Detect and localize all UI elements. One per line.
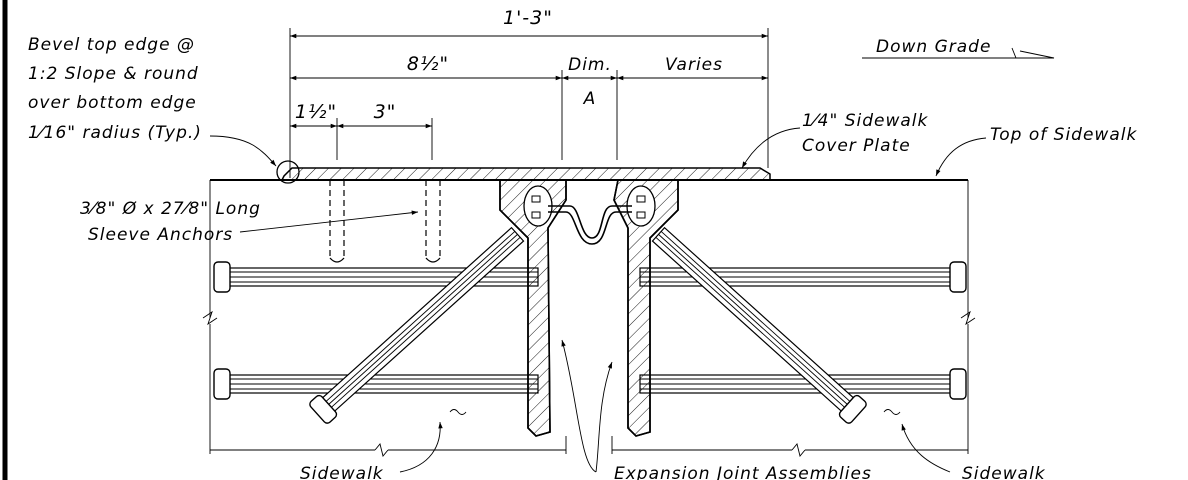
anchors-note-line-1: 3⁄8" Ø x 27⁄8" Long [80, 199, 261, 219]
expansion-joint-label: Expansion Joint Assemblies [614, 464, 872, 480]
dim-a-top-label: Dim. [568, 55, 612, 75]
dimension-lines [289, 28, 769, 178]
anchors-note: 3⁄8" Ø x 27⁄8" Long Sleeve Anchors [80, 199, 261, 245]
strip-seal [523, 185, 656, 245]
cover-plate-note-line-1: 1⁄4" Sidewalk [802, 111, 929, 131]
sidewalk-left-label: Sidewalk [300, 464, 384, 480]
right-anchor-studs [639, 226, 967, 424]
dim-varies-label: Varies [665, 55, 723, 75]
left-anchor-studs [213, 226, 539, 424]
dim-1-5-label: 1½" [295, 101, 337, 123]
sleeve-anchors [327, 179, 441, 263]
cover-plate-note: 1⁄4" Sidewalk Cover Plate [802, 111, 929, 156]
top-of-sidewalk-label: Top of Sidewalk [990, 125, 1137, 145]
bevel-note-line-1: Bevel top edge @ [28, 35, 195, 55]
bevel-note-line-4: 1⁄16" radius (Typ.) [28, 123, 202, 143]
cover-plate [280, 167, 771, 181]
sidewalk-right-label: Sidewalk [962, 464, 1046, 480]
dim-overall-label: 1'-3" [503, 7, 553, 29]
bevel-note-line-3: over bottom edge [28, 93, 197, 113]
bevel-detail-circle [276, 160, 300, 184]
anchors-note-line-2: Sleeve Anchors [88, 225, 233, 245]
sidewalk-edges [202, 180, 976, 457]
bevel-note: Bevel top edge @ 1:2 Slope & round over … [28, 35, 202, 143]
cover-plate-note-line-2: Cover Plate [802, 136, 911, 156]
right-extrusion [613, 179, 679, 437]
leader-lines [209, 127, 987, 473]
bevel-note-line-2: 1:2 Slope & round [28, 64, 199, 84]
left-extrusion [499, 179, 567, 437]
dim-a-bottom-label: A [583, 89, 597, 109]
down-grade-label: Down Grade [876, 37, 991, 57]
dim-8-5-label: 8½" [407, 53, 449, 75]
down-grade-indicator [862, 47, 1055, 59]
dim-3-label: 3" [374, 101, 397, 123]
